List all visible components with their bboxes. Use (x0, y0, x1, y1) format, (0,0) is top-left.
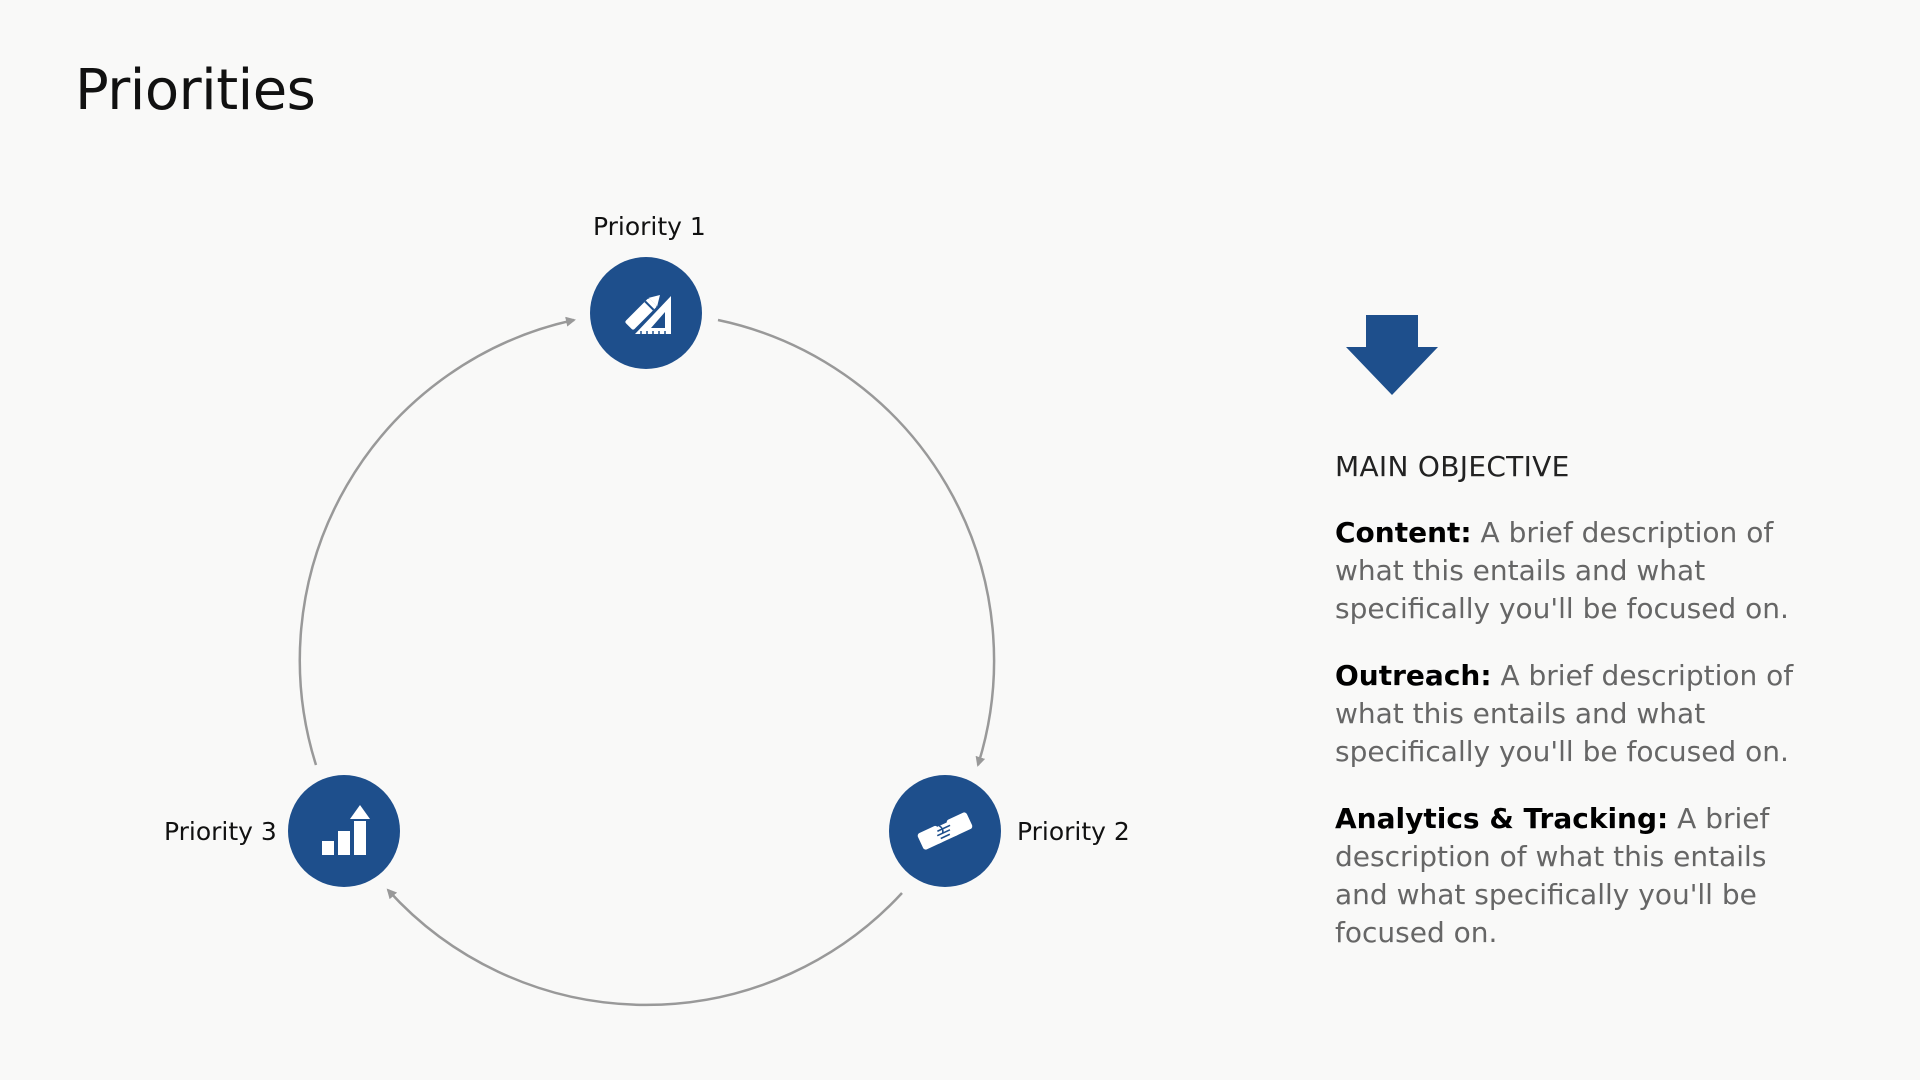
priority-2-label: Priority 2 (1017, 817, 1130, 846)
priority-3-node (288, 775, 400, 887)
objective-item-outreach: Outreach: A brief description of what th… (1335, 657, 1815, 771)
priority-2-node (889, 775, 1001, 887)
arrow-p1-to-p2 (717, 318, 996, 767)
arrow-p2-to-p3 (386, 888, 903, 1007)
objective-item-analytics: Analytics & Tracking: A brief descriptio… (1335, 800, 1815, 952)
objective-text: A brief description of what this entails… (1335, 659, 1794, 768)
priority-1-node (590, 257, 702, 369)
objective-term: Content: (1335, 516, 1472, 549)
down-arrow-icon (1346, 315, 1438, 395)
main-objective-heading: MAIN OBJECTIVE (1335, 450, 1570, 483)
page-title: Priorities (75, 58, 316, 123)
handshake-icon (917, 812, 973, 850)
objective-text: A brief description of what this entails… (1335, 802, 1770, 949)
objective-term: Outreach: (1335, 659, 1492, 692)
bar-chart-up-icon (322, 805, 370, 855)
priority-3-label: Priority 3 (164, 817, 277, 846)
objective-term: Analytics & Tracking: (1335, 802, 1669, 835)
objective-text: A brief description of what this entails… (1335, 516, 1789, 625)
objective-item-content: Content: A brief description of what thi… (1335, 514, 1815, 628)
priority-1-label: Priority 1 (593, 212, 706, 241)
arrow-p3-to-p1 (298, 316, 576, 766)
pencil-ruler-icon (625, 295, 671, 334)
